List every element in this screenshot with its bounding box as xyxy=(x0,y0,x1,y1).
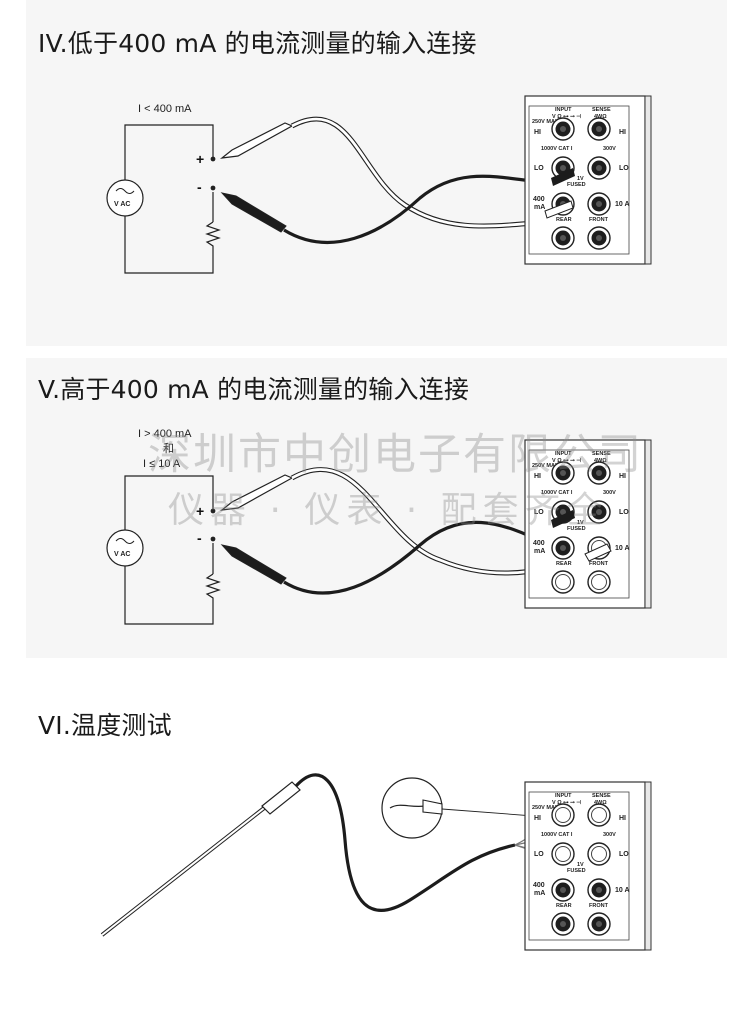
svg-text:V Ω ⊶ ⊸ ⊣: V Ω ⊶ ⊸ ⊣ xyxy=(552,113,581,120)
svg-text:INPUT: INPUT xyxy=(555,793,572,799)
circuit-section-4: I < 400 mA V AC + - INPUT SENSE V Ω ⊶ ⊸ … xyxy=(106,95,652,274)
minus-mark-4: - xyxy=(197,179,202,195)
svg-text:400: 400 xyxy=(533,540,545,547)
svg-text:V Ω ⊶ ⊸ ⊣: V Ω ⊶ ⊸ ⊣ xyxy=(552,799,581,806)
svg-text:300V: 300V xyxy=(603,832,616,838)
svg-text:SENSE: SENSE xyxy=(592,451,611,457)
svg-text:HI: HI xyxy=(534,815,541,822)
svg-text:HI: HI xyxy=(619,815,626,822)
svg-text:mA: mA xyxy=(534,890,545,897)
current-label-5c: I ≤ 10 A xyxy=(143,458,181,470)
svg-text:SENSE: SENSE xyxy=(592,107,611,113)
svg-text:HI: HI xyxy=(534,129,541,136)
svg-text:FRONT: FRONT xyxy=(589,217,609,223)
svg-text:REAR: REAR xyxy=(556,903,572,909)
section-6-title: VI.温度测试 xyxy=(38,711,172,740)
svg-text:300V: 300V xyxy=(603,490,616,496)
svg-text:1V: 1V xyxy=(577,520,584,526)
minus-mark-5: - xyxy=(197,530,202,546)
temperature-diagram: INPUT SENSE V Ω ⊶ ⊸ ⊣ 4WΩ 250V MAX HI HI… xyxy=(100,773,652,951)
svg-text:10 A: 10 A xyxy=(615,887,630,894)
svg-text:HI: HI xyxy=(534,473,541,480)
svg-text:10 A: 10 A xyxy=(615,545,630,552)
svg-text:LO: LO xyxy=(534,165,544,172)
svg-text:LO: LO xyxy=(534,851,544,858)
svg-text:LO: LO xyxy=(534,509,544,516)
section-4-title: IV.低于400 mA 的电流测量的输入连接 xyxy=(38,29,477,58)
svg-text:FUSED: FUSED xyxy=(567,182,586,188)
svg-text:LO: LO xyxy=(619,509,629,516)
svg-text:250V MAX: 250V MAX xyxy=(532,805,559,811)
circuit-section-5: I > 400 mA 和 I ≤ 10 A V AC + - INPUT SEN… xyxy=(106,428,652,625)
svg-text:400: 400 xyxy=(533,196,545,203)
svg-text:250V MAX: 250V MAX xyxy=(532,119,559,125)
source-label-4: V AC xyxy=(114,201,130,208)
svg-text:LO: LO xyxy=(619,851,629,858)
svg-text:4WΩ: 4WΩ xyxy=(594,458,607,464)
svg-text:FUSED: FUSED xyxy=(567,526,586,532)
svg-text:FRONT: FRONT xyxy=(589,903,609,909)
svg-text:INPUT: INPUT xyxy=(555,107,572,113)
plus-mark-5: + xyxy=(196,503,204,519)
svg-text:FUSED: FUSED xyxy=(567,868,586,874)
svg-text:REAR: REAR xyxy=(556,561,572,567)
svg-text:HI: HI xyxy=(619,129,626,136)
svg-text:FRONT: FRONT xyxy=(589,561,609,567)
svg-text:INPUT: INPUT xyxy=(555,451,572,457)
watermark-company: 深圳市中创电子有限公司 xyxy=(148,430,643,480)
source-label-5: V AC xyxy=(114,551,130,558)
section-5-title: V.高于400 mA 的电流测量的输入连接 xyxy=(38,375,470,404)
current-label-4: I < 400 mA xyxy=(138,103,192,115)
svg-text:1000V CAT I: 1000V CAT I xyxy=(541,490,573,496)
svg-text:1V: 1V xyxy=(577,862,584,868)
svg-text:4WΩ: 4WΩ xyxy=(594,800,607,806)
svg-text:10 A: 10 A xyxy=(615,201,630,208)
svg-text:1000V CAT I: 1000V CAT I xyxy=(541,832,573,838)
svg-text:V Ω ⊶ ⊸ ⊣: V Ω ⊶ ⊸ ⊣ xyxy=(552,457,581,464)
svg-text:REAR: REAR xyxy=(556,217,572,223)
plus-mark-4: + xyxy=(196,151,204,167)
svg-text:SENSE: SENSE xyxy=(592,793,611,799)
svg-text:HI: HI xyxy=(619,473,626,480)
svg-text:4WΩ: 4WΩ xyxy=(594,114,607,120)
watermark-slogan: 仪器 · 仪表 · 配套齐全 xyxy=(168,490,609,531)
svg-text:1000V CAT I: 1000V CAT I xyxy=(541,146,573,152)
svg-text:mA: mA xyxy=(534,204,545,211)
svg-text:250V MAX: 250V MAX xyxy=(532,463,559,469)
svg-text:300V: 300V xyxy=(603,146,616,152)
svg-text:mA: mA xyxy=(534,548,545,555)
current-label-5a: I > 400 mA xyxy=(138,428,192,440)
svg-text:1V: 1V xyxy=(577,176,584,182)
svg-text:400: 400 xyxy=(533,882,545,889)
svg-text:LO: LO xyxy=(619,165,629,172)
current-label-5b: 和 xyxy=(163,442,174,455)
